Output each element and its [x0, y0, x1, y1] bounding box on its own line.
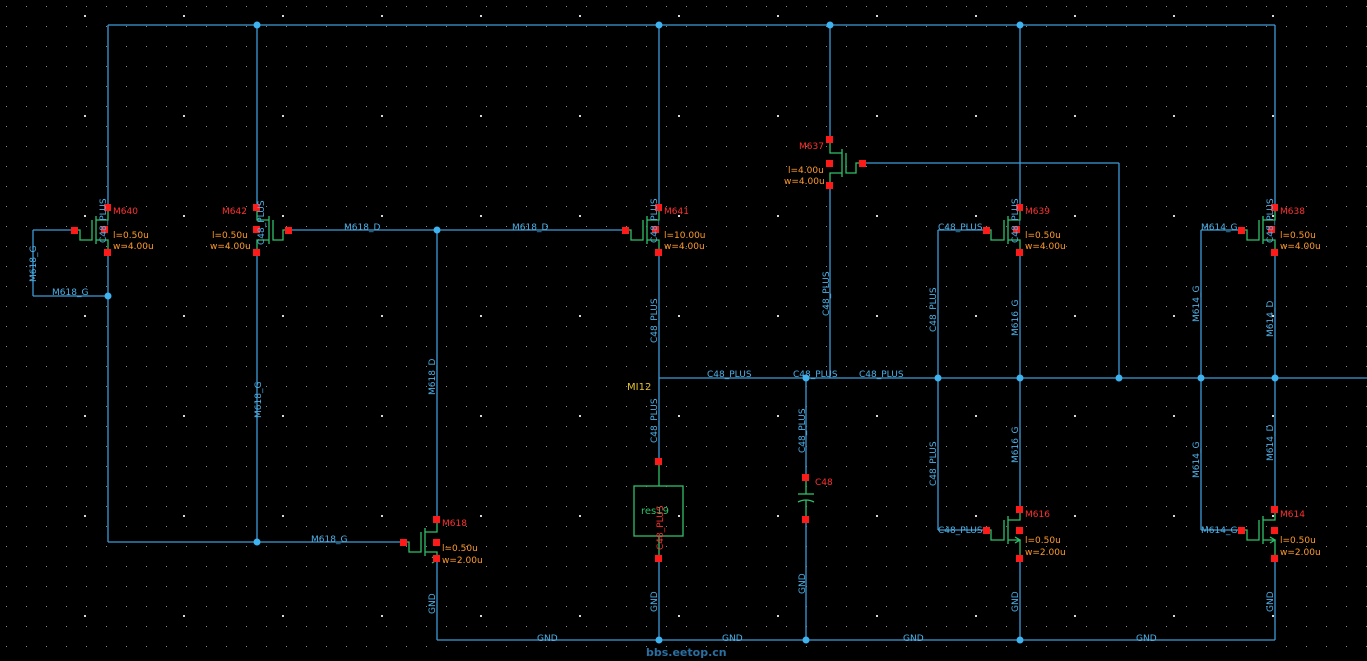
- resistor-res19[interactable]: res19 C48_PLUS: [633, 458, 684, 562]
- net-label-gnd: GND: [1011, 591, 1021, 612]
- net-label-m614-d: M614_D: [1266, 425, 1276, 461]
- mosfet-name: M638: [1280, 207, 1305, 217]
- mosfet-width: w=2.00u: [442, 556, 483, 566]
- net-label-m618-g: M618_G: [29, 246, 39, 282]
- mosfet-length: l=4.00u: [788, 166, 824, 176]
- capacitor-C48[interactable]: C48: [797, 474, 833, 523]
- mosfet-length: l=0.50u: [1025, 536, 1061, 546]
- mosfet-M638[interactable]: M638 l=0.50u w=4.00u C48_PLUS: [1238, 198, 1321, 256]
- capacitor-name: C48: [815, 478, 833, 488]
- mosfet-name: M637: [799, 142, 824, 152]
- mosfet-width: w=4.00u: [210, 242, 251, 252]
- mosfet-M616[interactable]: M616 l=0.50u w=2.00u: [983, 506, 1066, 562]
- mosfet-name: M641: [664, 207, 689, 217]
- net-label-c48-plus: C48_PLUS: [859, 370, 904, 380]
- mosfet-length: l=0.50u: [1025, 231, 1061, 241]
- mosfet-M614[interactable]: M614 l=0.50u w=2.00u: [1238, 506, 1321, 562]
- net-label-m616-g-bot: M616_G: [1011, 427, 1021, 463]
- mosfet-term-label: C48_PLUS: [650, 198, 660, 243]
- net-label-c48-plus: C48_PLUS: [793, 370, 838, 380]
- mosfet-term-label: C48_PLUS: [99, 198, 109, 243]
- net-label-m616-g-top: M616_G: [1011, 300, 1021, 336]
- mosfet-term-label: C48_PLUS: [257, 200, 267, 245]
- net-label-m618-d: M618_D: [428, 359, 438, 395]
- mosfet-length: l=10.00u: [664, 231, 706, 241]
- mosfet-width: w=4.00u: [1280, 242, 1321, 252]
- junctions: [104, 21, 1279, 644]
- mosfet-M642[interactable]: M642 l=0.50u w=4.00u C48_PLUS: [210, 200, 292, 256]
- net-label-m618-g: M618_G: [254, 382, 264, 418]
- net-label-m614-g: M614_G: [1192, 286, 1202, 322]
- mosfet-length: l=0.50u: [113, 231, 149, 241]
- net-label-c48-plus: C48_PLUS: [929, 441, 939, 486]
- net-label-c48-plus: C48_PLUS: [707, 370, 752, 380]
- net-label-c48-plus: C48_PLUS: [650, 298, 660, 343]
- mosfet-name: M642: [222, 207, 247, 217]
- net-label-c48-plus: C48_PLUS: [822, 271, 832, 316]
- net-label-m614-g: M614_G: [1201, 223, 1237, 233]
- net-label-gnd: GND: [650, 591, 660, 612]
- net-label-c48-plus: C48_PLUS: [650, 398, 660, 443]
- grid-dots: [6, 6, 1367, 647]
- net-label-m618-d: M618_D: [344, 223, 380, 233]
- mosfet-M640[interactable]: M640 l=0.50u w=4.00u C48_PLUS: [71, 198, 154, 256]
- net-label-gnd: GND: [537, 634, 558, 644]
- mosfet-width: w=4.00u: [113, 242, 154, 252]
- resistor-name: res19: [641, 506, 669, 517]
- mosfet-M637[interactable]: M637 l=4.00u w=4.00u: [784, 136, 866, 189]
- net-labels: M618_G M618_G M618_G M618_G M618_D M618_…: [29, 223, 1276, 644]
- net-label-gnd: GND: [1136, 634, 1157, 644]
- mosfet-width: w=4.00u: [1025, 242, 1066, 252]
- mosfet-length: l=0.50u: [1280, 231, 1316, 241]
- mosfet-width: w=4.00u: [784, 177, 825, 187]
- mosfet-length: l=0.50u: [442, 544, 478, 554]
- wires: [32, 24, 1367, 641]
- net-label-m618-d: M618_D: [512, 223, 548, 233]
- mosfet-width: w=4.00u: [664, 242, 705, 252]
- mosfet-length: l=0.50u: [1280, 536, 1316, 546]
- instance-label: MI12: [627, 382, 651, 393]
- net-label-m618-g: M618_G: [311, 535, 347, 545]
- net-label-gnd: GND: [903, 634, 924, 644]
- net-label-m614-g: M614_G: [1201, 526, 1237, 536]
- mosfet-M639[interactable]: M639 l=0.50u w=4.00u C48_PLUS: [983, 198, 1066, 256]
- mosfet-name: M614: [1280, 510, 1305, 520]
- resistor-overlay-label: C48_PLUS: [656, 505, 666, 550]
- net-label-c48-plus: C48_PLUS: [798, 408, 808, 453]
- mosfet-name: M616: [1025, 510, 1050, 520]
- net-label-gnd: GND: [798, 573, 808, 594]
- net-label-m618-g: M618_G: [52, 288, 88, 298]
- net-label-m614-d: M614_D: [1266, 301, 1276, 337]
- mosfet-M618[interactable]: M618 l=0.50u w=2.00u: [400, 516, 483, 566]
- net-label-gnd: GND: [428, 593, 438, 614]
- net-label-gnd: GND: [1266, 591, 1276, 612]
- net-label-c48-plus: C48_PLUS: [938, 526, 983, 536]
- net-label-m614-g: M614_G: [1192, 442, 1202, 478]
- net-label-gnd: GND: [722, 634, 743, 644]
- watermark: bbs.eetop.cn: [646, 646, 727, 659]
- mosfet-width: w=2.00u: [1280, 548, 1321, 558]
- mosfet-term-label: C48_PLUS: [1011, 198, 1021, 243]
- mosfet-name: M618: [442, 519, 467, 529]
- net-label-c48-plus: C48_PLUS: [929, 287, 939, 332]
- mosfet-length: l=0.50u: [212, 231, 248, 241]
- net-label-c48-plus: C48_PLUS: [938, 223, 983, 233]
- mosfet-name: M639: [1025, 207, 1050, 217]
- mosfet-width: w=2.00u: [1025, 548, 1066, 558]
- mosfet-term-label: C48_PLUS: [1266, 198, 1276, 243]
- mosfet-M641[interactable]: M641 l=10.00u w=4.00u C48_PLUS: [622, 198, 706, 256]
- mosfet-name: M640: [113, 207, 138, 217]
